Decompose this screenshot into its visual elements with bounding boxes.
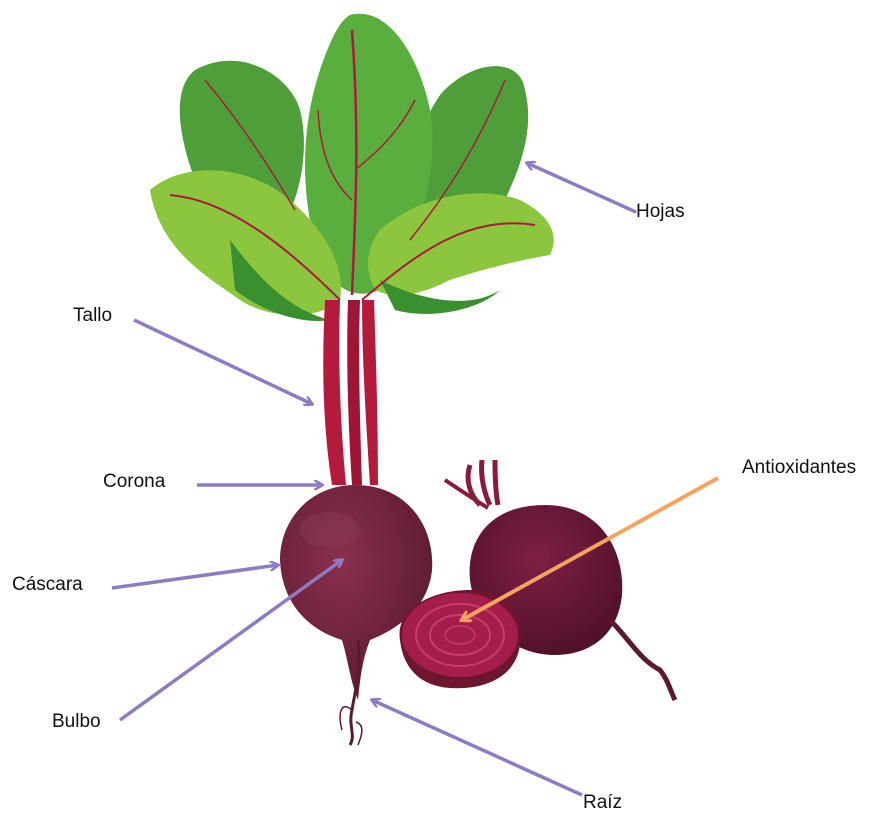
- beet-stem: [323, 300, 378, 485]
- arrow-hojas: [527, 163, 636, 212]
- label-antioxidantes: Antioxidantes: [742, 458, 856, 477]
- beet-leaves: [150, 14, 554, 321]
- arrow-cascara: [112, 565, 278, 588]
- label-cascara: Cáscara: [12, 575, 83, 594]
- label-bulbo: Bulbo: [52, 712, 101, 731]
- label-corona: Corona: [103, 472, 165, 491]
- arrow-tallo: [134, 320, 312, 404]
- label-raiz: Raíz: [583, 793, 622, 812]
- arrow-raiz: [372, 700, 582, 795]
- label-hojas: Hojas: [636, 202, 685, 221]
- label-tallo: Tallo: [73, 306, 112, 325]
- beet-half-cut: [400, 590, 521, 688]
